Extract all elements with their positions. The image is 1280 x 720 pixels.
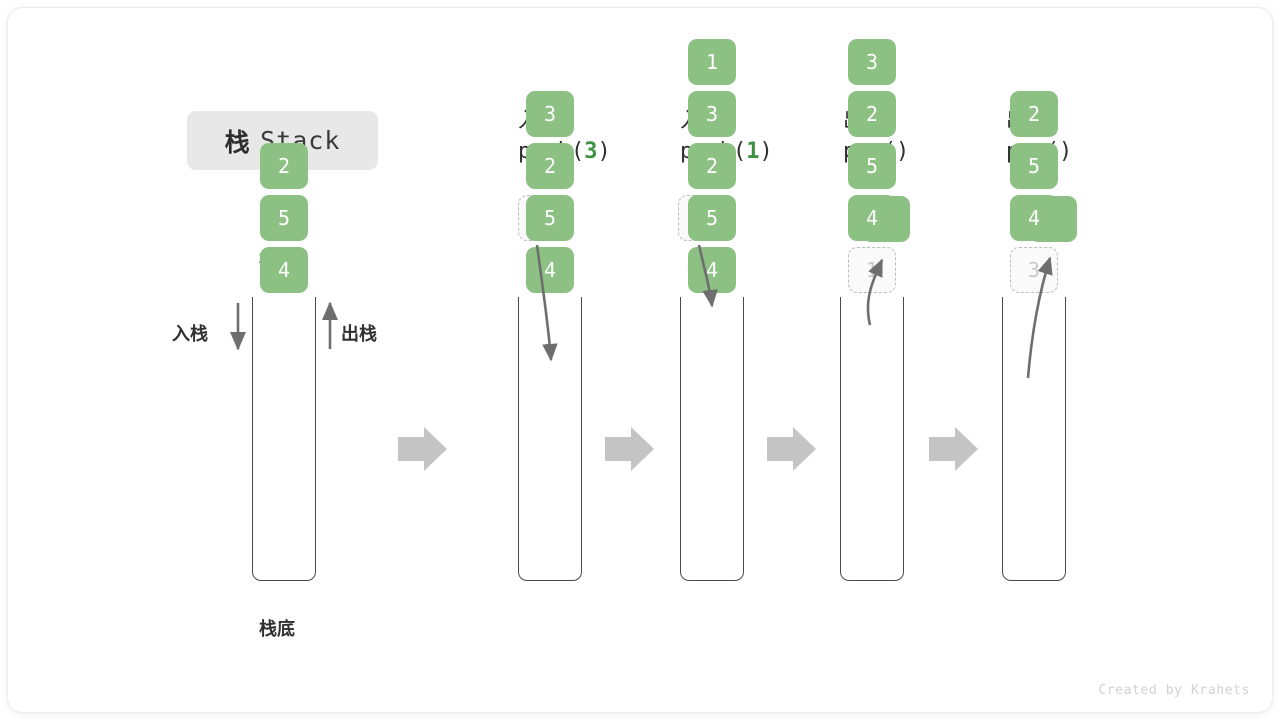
stack-cell: 5: [526, 195, 574, 241]
stack-tube: [518, 297, 582, 581]
stack-tube: [1002, 297, 1066, 581]
stack-cell-ghost: 1: [848, 247, 896, 293]
title-chinese: 栈: [224, 128, 251, 157]
stack-cell: 3: [526, 91, 574, 137]
stack-cell: 2: [526, 143, 574, 189]
code-suffix: ): [1058, 139, 1073, 164]
stack-cell: 3: [688, 91, 736, 137]
stack-cells: 1 4 5 2 3: [840, 33, 904, 293]
stack-cells: 4 5 2 3 1: [680, 33, 744, 293]
footer-credit: Created by Krahets: [1098, 683, 1250, 698]
label-pop-side: 出栈: [341, 324, 377, 344]
stack-cell: 4: [848, 195, 896, 241]
stack-cell: 2: [848, 91, 896, 137]
stack-cell: 4: [688, 247, 736, 293]
stack-cell: 3: [848, 39, 896, 85]
code-argument: 3: [584, 139, 598, 164]
stack-cells: 4 5 2: [252, 137, 316, 293]
stack-tube: [680, 297, 744, 581]
code-suffix: ): [759, 139, 773, 164]
stack-cell: 4: [526, 247, 574, 293]
stack-cell: 2: [1010, 91, 1058, 137]
stack-cell: 4: [260, 247, 308, 293]
stack-cell: 2: [688, 143, 736, 189]
label-push-side: 入栈: [172, 324, 208, 344]
code-suffix: ): [895, 139, 910, 164]
code-argument: 1: [746, 139, 760, 164]
stack-tube: [840, 297, 904, 581]
stack-cells: 4 5 2 3: [518, 85, 582, 293]
stack-cell: 5: [848, 143, 896, 189]
stack-tube: [252, 297, 316, 581]
diagram-title-chip: 栈 Stack: [187, 111, 378, 170]
stack-cell: 2: [260, 143, 308, 189]
stack-cell: 5: [688, 195, 736, 241]
stack-cell: 4: [1010, 195, 1058, 241]
stack-cell: 5: [1010, 143, 1058, 189]
stack-cell-ghost: 3: [1010, 247, 1058, 293]
code-suffix: ): [597, 139, 611, 164]
stack-cell: 1: [688, 39, 736, 85]
stack-cell: 5: [260, 195, 308, 241]
label-stack-bottom: 栈底: [259, 619, 295, 639]
stack-cells: 3 4 5 2: [1002, 85, 1066, 293]
